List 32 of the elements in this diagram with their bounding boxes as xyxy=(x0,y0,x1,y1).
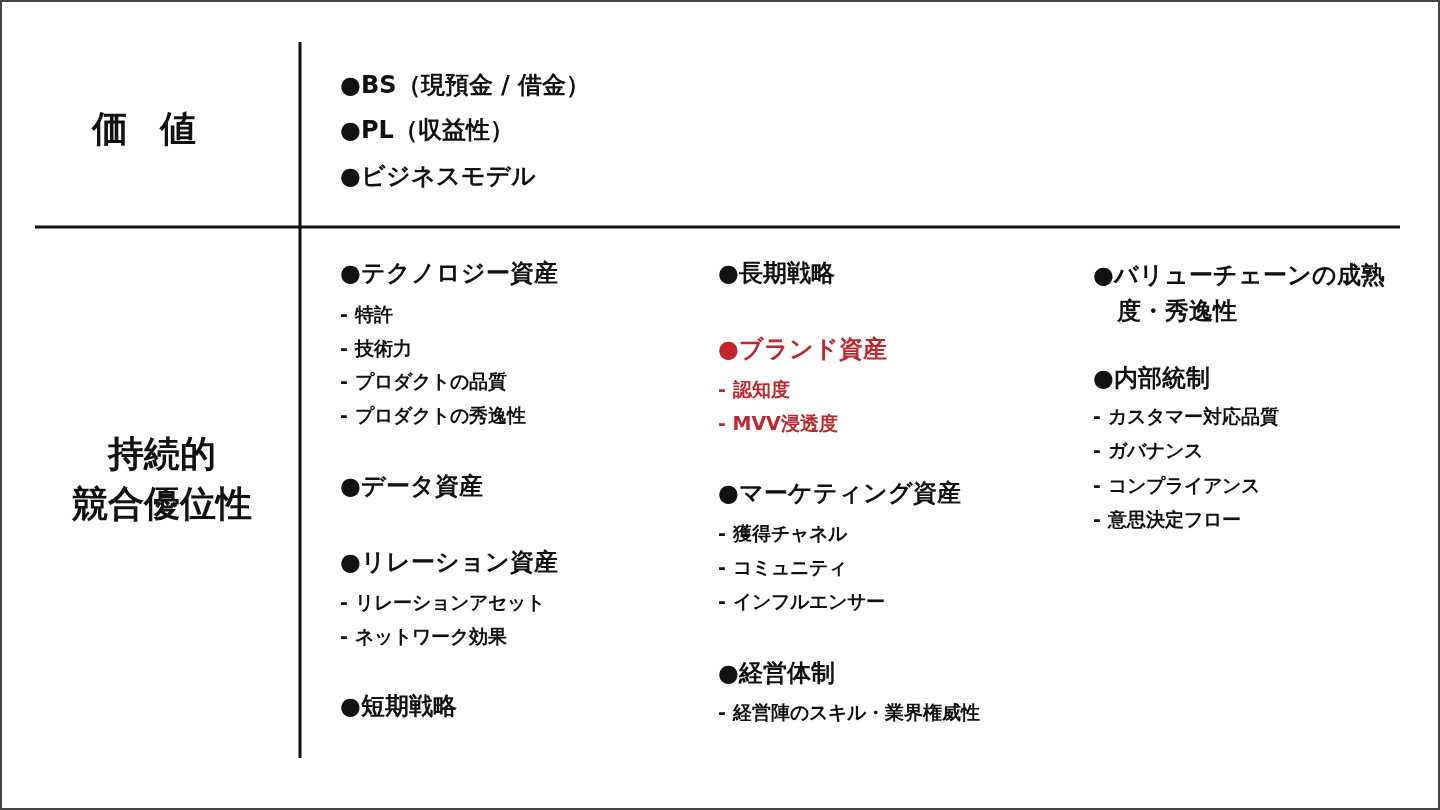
list-item: - 経営陣のスキル・業界権威性 xyxy=(718,702,980,724)
list-item: - 認知度 xyxy=(718,379,790,401)
bullet-heading: ●PL（収益性） xyxy=(340,117,514,145)
list-item: - 意思決定フロー xyxy=(1093,509,1241,531)
bullet-heading: ●内部統制 xyxy=(1093,365,1210,393)
list-item: - カスタマー対応品質 xyxy=(1093,406,1279,428)
list-item: - ガバナンス xyxy=(1093,440,1203,462)
list-item: - 技術力 xyxy=(340,338,412,360)
list-item: - コンプライアンス xyxy=(1093,475,1260,497)
bullet-heading: ●経営体制 xyxy=(718,660,835,688)
bullet-heading: ●長期戦略 xyxy=(718,260,835,288)
bullet-heading: ●マーケティング資産 xyxy=(718,480,961,508)
list-item: - 獲得チャネル xyxy=(718,523,847,545)
bullet-heading: ●テクノロジー資産 xyxy=(340,260,558,288)
list-item: - MVV浸透度 xyxy=(718,413,838,435)
bullet-heading: ●ビジネスモデル xyxy=(340,163,536,191)
list-item: - コミュニティ xyxy=(718,557,847,579)
list-item: - プロダクトの秀逸性 xyxy=(340,405,526,427)
bullet-heading: ●リレーション資産 xyxy=(340,549,558,577)
bullet-heading: ●短期戦略 xyxy=(340,693,457,721)
list-item: - プロダクトの品質 xyxy=(340,371,507,393)
list-item: - リレーションアセット xyxy=(340,592,545,614)
row-header: 競合優位性 xyxy=(72,483,252,525)
bullet-heading: ●バリューチェーンの成熟度・秀逸性 xyxy=(1093,260,1386,327)
list-item: - インフルエンサー xyxy=(718,591,885,613)
list-item: - ネットワーク効果 xyxy=(340,626,507,648)
row-header: 価値 xyxy=(91,108,229,150)
list-item: - 特許 xyxy=(340,304,393,326)
bullet-heading: ●BS（現預金 / 借金） xyxy=(340,72,590,100)
row-header: 持続的 xyxy=(108,433,216,475)
bullet-heading: ●データ資産 xyxy=(340,473,483,501)
bullet-heading: ●ブランド資産 xyxy=(718,336,887,364)
